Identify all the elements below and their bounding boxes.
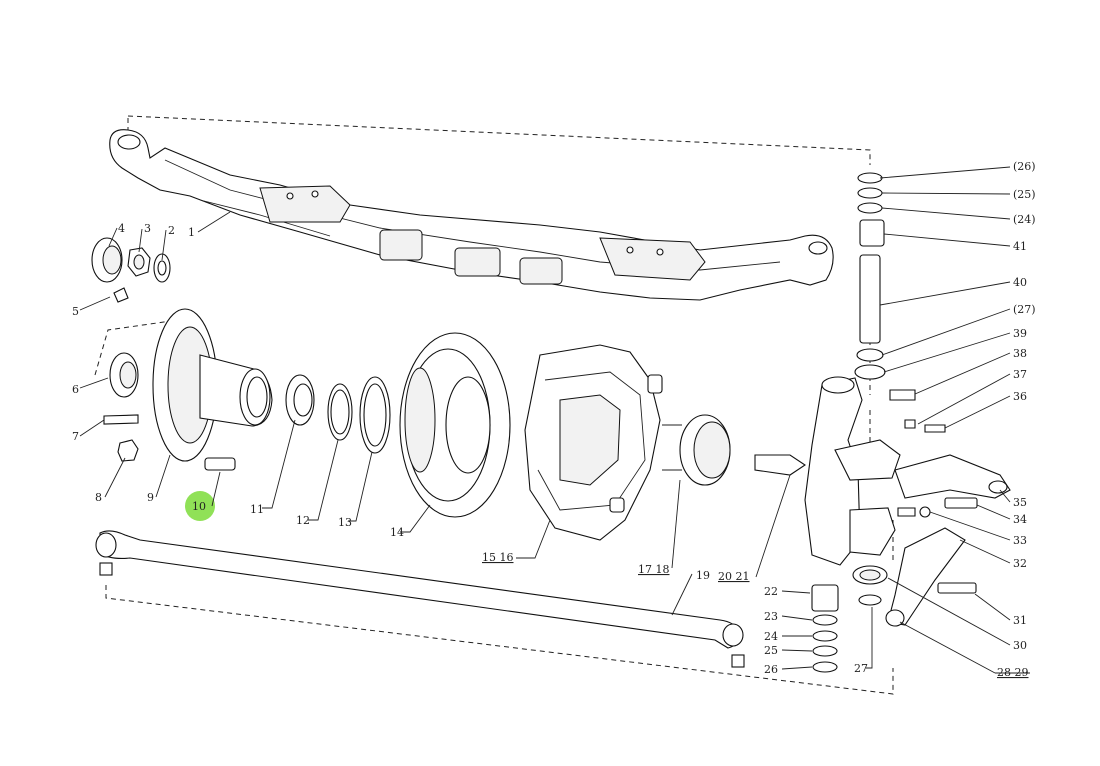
tierod-dashed-boundary — [105, 520, 894, 695]
callout-41: 41 — [1013, 240, 1027, 253]
callout-5: 5 — [72, 305, 79, 318]
callout-36: 36 — [1013, 390, 1027, 403]
bearing-part-6 — [109, 352, 139, 398]
callout-10-highlight[interactable] — [185, 491, 215, 521]
callout-6: 6 — [72, 383, 79, 396]
callout-17-18: 17 18 — [638, 563, 670, 576]
stud-part-7 — [103, 414, 139, 425]
leader-lines — [79, 166, 1030, 674]
callout-10[interactable]: 10 — [192, 500, 206, 513]
callout-24-paren: (24) — [1013, 213, 1036, 226]
callout-39: 39 — [1013, 327, 1027, 340]
callout-28-29: 28 29 — [997, 666, 1029, 679]
callout-27-paren: (27) — [1013, 303, 1036, 316]
bearing-cone-part-11 — [285, 374, 315, 426]
steering-knuckle-part-20-21 — [754, 376, 901, 566]
brake-disc-part-14 — [399, 332, 511, 518]
hub-dashed-boundary — [94, 319, 179, 376]
callout-32: 32 — [1013, 557, 1027, 570]
bushing-stack-22-27 — [811, 584, 882, 673]
callout-13: 13 — [338, 516, 352, 529]
callout-33: 33 — [1013, 534, 1027, 547]
callout-37: 37 — [1013, 368, 1027, 381]
callout-26-paren: (26) — [1013, 160, 1036, 173]
callout-12: 12 — [296, 514, 310, 527]
callout-3: 3 — [144, 222, 151, 235]
callout-11: 11 — [250, 503, 264, 516]
callout-35: 35 — [1013, 496, 1027, 509]
callout-2: 2 — [168, 224, 175, 237]
wheel-hub-part-9 — [152, 308, 273, 462]
callout-34: 34 — [1013, 513, 1027, 526]
tie-rod-part-19 — [95, 530, 745, 668]
callout-8: 8 — [95, 491, 102, 504]
bolts-36-37-38 — [889, 389, 946, 433]
lower-arm-part-28-29 — [885, 527, 966, 627]
bearing-part-30 — [852, 565, 888, 585]
callout-38: 38 — [1013, 347, 1027, 360]
callout-19: 19 — [696, 569, 710, 582]
steering-arm-part-35 — [894, 454, 1011, 499]
seal-ring-part-12 — [327, 383, 353, 441]
callout-24: 24 — [764, 630, 778, 643]
callout-25: 25 — [764, 644, 778, 657]
callout-20-21: 20 21 — [718, 570, 750, 583]
axle-dashed-boundary — [127, 115, 871, 470]
brake-chamber-part-17-18 — [662, 414, 731, 486]
king-pin-assembly — [854, 172, 886, 380]
brake-caliper-part-15-16 — [524, 344, 663, 541]
callout-14: 14 — [390, 526, 404, 539]
seal-ring-part-13 — [359, 376, 391, 454]
callout-23: 23 — [764, 610, 778, 623]
callout-1: 1 — [188, 226, 195, 239]
callout-31: 31 — [1013, 614, 1027, 627]
callout-7: 7 — [72, 430, 79, 443]
bolt-part-5 — [113, 287, 129, 303]
callout-4: 4 — [118, 222, 125, 235]
bolts-31-32-33-34 — [897, 497, 978, 594]
callout-9: 9 — [147, 491, 154, 504]
bolt-part-10 — [204, 457, 236, 471]
callout-40: 40 — [1013, 276, 1027, 289]
callout-labels: 1 2 3 4 5 6 7 8 9 10 11 12 13 14 15 16 1… — [72, 160, 1036, 679]
callout-25-paren: (25) — [1013, 188, 1036, 201]
washer-part-2 — [153, 253, 171, 283]
nut-part-3 — [127, 247, 151, 277]
callout-22: 22 — [764, 585, 778, 598]
callout-15-16: 15 16 — [482, 551, 514, 564]
hub-cap-part-4 — [91, 237, 123, 283]
wheel-nut-part-8 — [117, 439, 139, 462]
callout-30: 30 — [1013, 639, 1027, 652]
callout-27: 27 — [854, 662, 868, 675]
front-axle-beam — [109, 129, 834, 301]
callout-26: 26 — [764, 663, 778, 676]
